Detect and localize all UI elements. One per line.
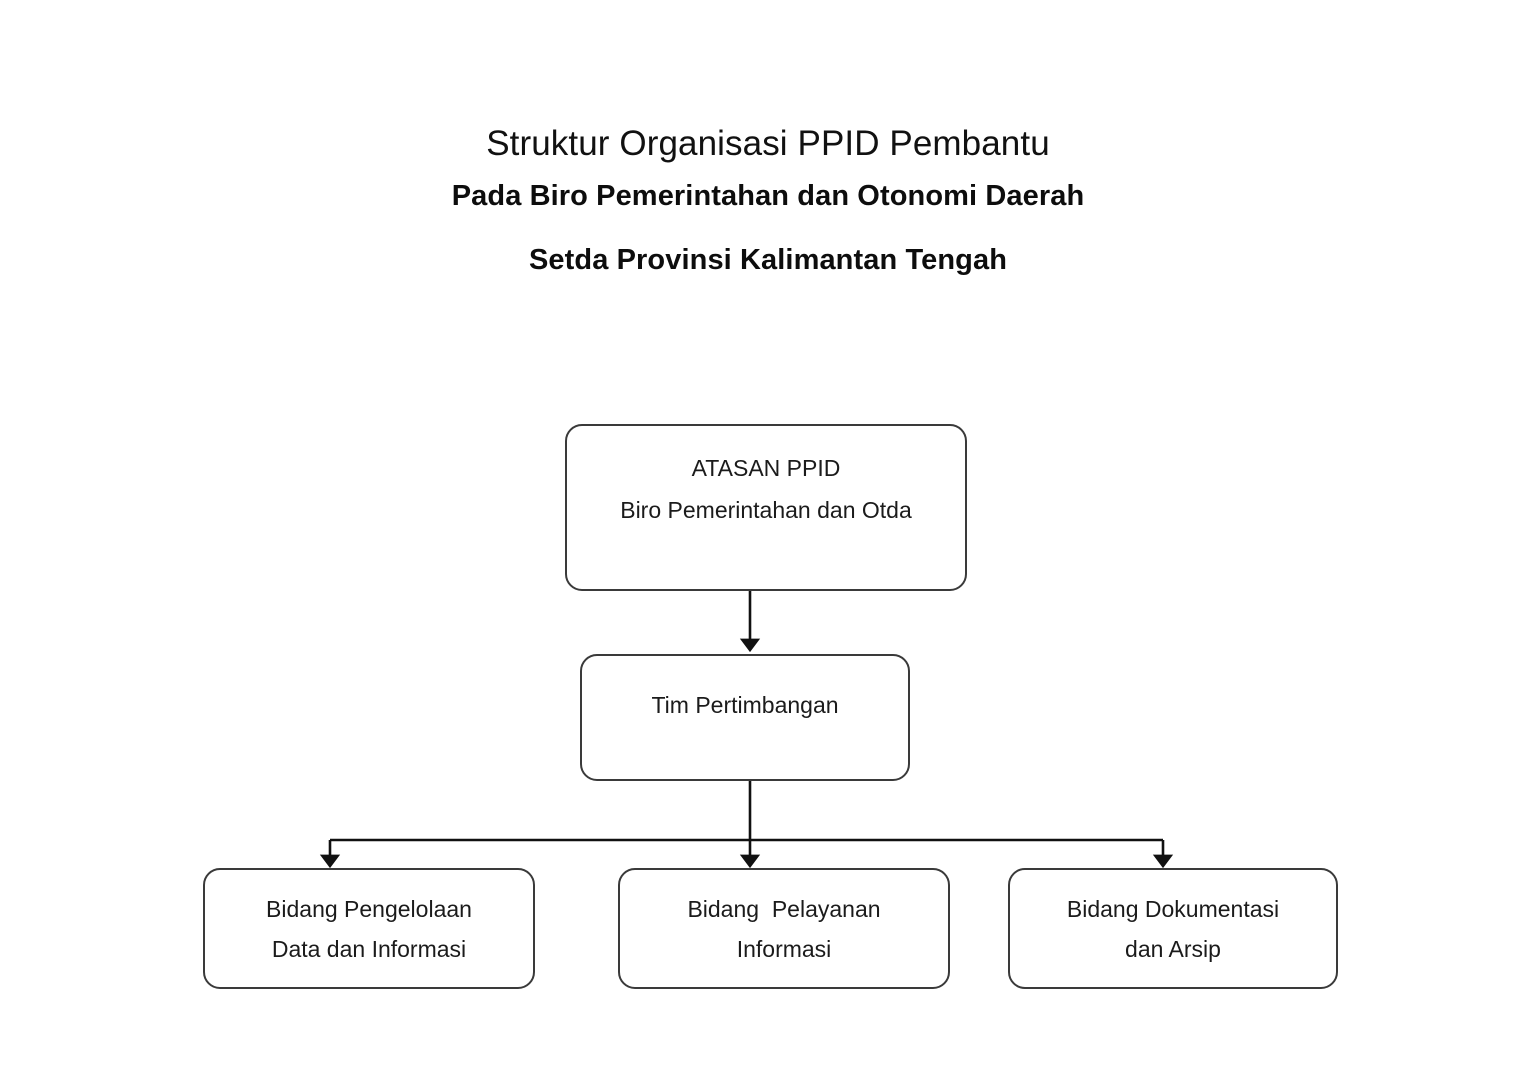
node-bidang-2-line-1: Bidang Dokumentasi — [1066, 896, 1280, 922]
title-line-1: Struktur Organisasi PPID Pembantu — [486, 124, 1050, 163]
title-line-3: Setda Provinsi Kalimantan Tengah — [528, 243, 1008, 276]
node-bidang-1-line-2: Informasi — [736, 936, 832, 962]
node-atasan-ppid-line-2: Biro Pemerintahan dan Otda — [620, 497, 912, 523]
node-bidang-pelayanan-informasi[interactable]: Bidang Pelayanan Informasi — [618, 868, 950, 989]
node-atasan-ppid-line-1: ATASAN PPID — [691, 455, 841, 481]
node-bidang-0-line-2: Data dan Informasi — [271, 936, 467, 962]
title-line-2: Pada Biro Pemerintahan dan Otonomi Daera… — [451, 180, 1085, 213]
node-bidang-0-line-1: Bidang Pengelolaan — [266, 896, 472, 922]
node-atasan-ppid[interactable]: ATASAN PPID Biro Pemerintahan dan Otda — [565, 424, 967, 591]
node-bidang-dokumentasi-dan-arsip[interactable]: Bidang Dokumentasi dan Arsip — [1008, 868, 1338, 989]
node-bidang-pengelolaan-data-dan-informasi[interactable]: Bidang Pengelolaan Data dan Informasi — [203, 868, 535, 989]
node-tim-pertimbangan[interactable]: Tim Pertimbangan — [580, 654, 910, 781]
node-bidang-1-line-1: Bidang Pelayanan — [687, 896, 881, 922]
node-tim-pertimbangan-label: Tim Pertimbangan — [651, 692, 839, 718]
node-bidang-2-line-2: dan Arsip — [1125, 936, 1221, 962]
page-title: Struktur Organisasi PPID Pembantu Pada B… — [0, 124, 1536, 277]
